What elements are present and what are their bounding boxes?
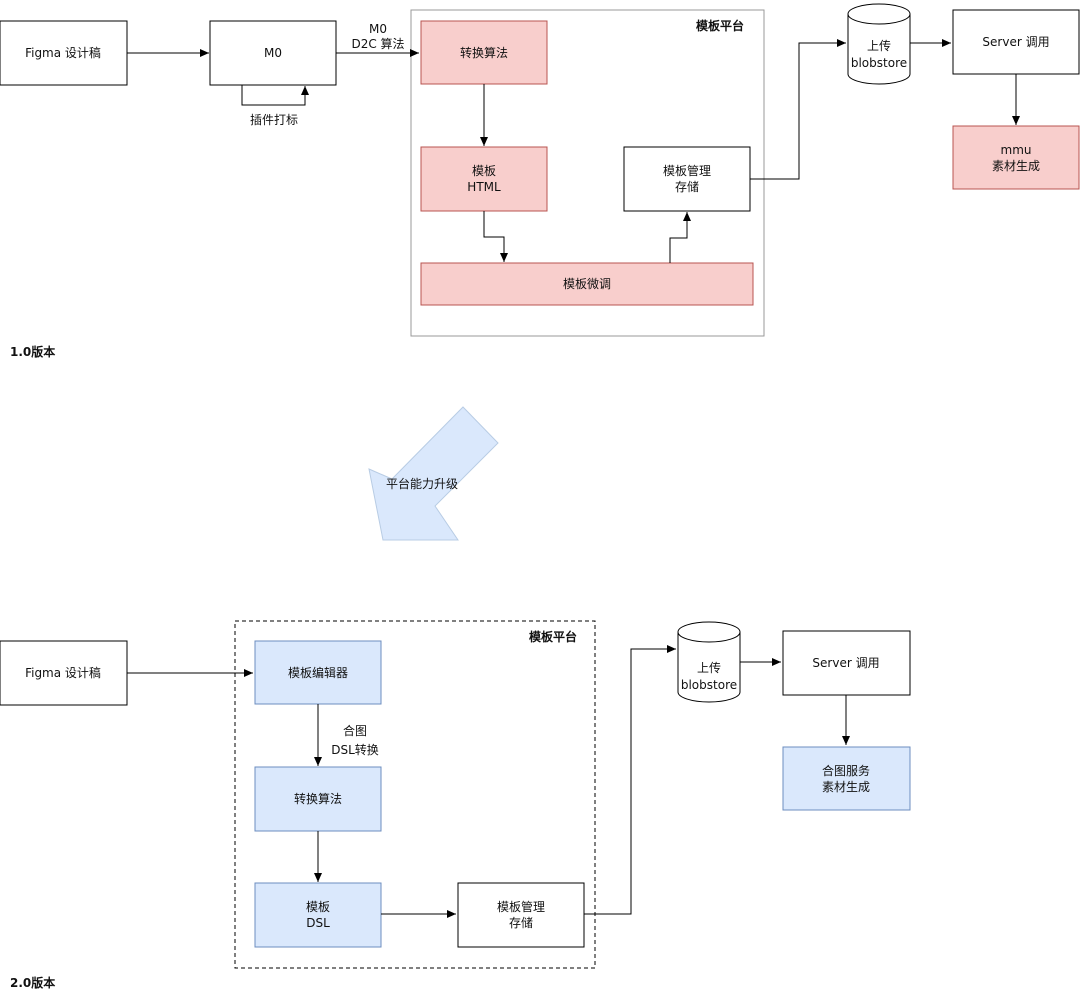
v2-editor-node[interactable] (254, 640, 382, 705)
v1-m0-node[interactable] (209, 20, 337, 86)
v1-upload-line2: blobstore (851, 56, 907, 70)
v1-figma-label: Figma 设计稿 (25, 45, 101, 60)
v1-edge-finetune-mgmt (669, 212, 691, 263)
v1-section: 模板平台 Figma 设计稿 M0 插件打标 M0 D2C 算法 转换算法 模板… (0, 3, 1080, 359)
v1-plugin-label: 插件打标 (250, 113, 298, 127)
v2-convert-label: 转换算法 (294, 791, 342, 806)
v2-figma-label: Figma 设计稿 (25, 665, 101, 680)
v2-editor-label: 模板编辑器 (288, 665, 348, 680)
v2-server-node[interactable] (782, 630, 911, 696)
v1-template-mgmt-line1: 模板管理 (663, 163, 711, 178)
v1-mmu-node[interactable] (952, 125, 1080, 190)
v2-upload-line1: 上传 (697, 660, 721, 675)
upgrade-label: 平台能力升级 (386, 476, 458, 491)
v1-upload-line1: 上传 (867, 38, 891, 53)
v2-edge-label-compose: 合图 (343, 723, 367, 738)
v2-platform-title: 模板平台 (529, 629, 577, 644)
v1-edge-html-finetune (483, 211, 508, 262)
v1-template-html-line2: HTML (467, 180, 501, 194)
v2-convert-node[interactable] (254, 766, 382, 832)
v1-edge-mgmt-upload (750, 39, 846, 180)
v2-template-mgmt-line1: 模板管理 (497, 899, 545, 914)
v1-mmu-line2: 素材生成 (992, 159, 1040, 173)
v2-edge-mgmt-upload (584, 645, 676, 915)
v2-section: 模板平台 Figma 设计稿 模板编辑器 合图 DSL转换 转换算法 模板 DS… (0, 620, 911, 990)
v1-server-label: Server 调用 (982, 35, 1049, 49)
v1-m0-label: M0 (264, 46, 282, 60)
v1-plugin-loop-edge (241, 85, 309, 106)
v2-compose-service-node[interactable] (782, 746, 911, 811)
v1-template-mgmt-node[interactable] (623, 146, 751, 212)
v1-template-mgmt-line2: 存储 (675, 179, 699, 194)
v1-convert-node[interactable] (420, 20, 548, 85)
v1-server-node[interactable] (952, 9, 1080, 75)
v1-template-html-line1: 模板 (472, 164, 496, 178)
v2-compose-service-line1: 合图服务 (822, 763, 870, 778)
v1-upload-node[interactable] (847, 3, 911, 85)
v1-figma-node[interactable] (0, 20, 128, 86)
v1-template-html-node[interactable] (420, 146, 548, 212)
v1-fine-tune-label: 模板微调 (563, 277, 611, 291)
v2-template-dsl-node[interactable] (254, 882, 382, 948)
v2-edge-label-dsl: DSL转换 (331, 742, 379, 757)
v2-template-mgmt-node[interactable] (457, 882, 585, 948)
v1-fine-tune-node[interactable] (420, 262, 754, 306)
v2-template-dsl-line1: 模板 (306, 900, 330, 914)
v1-edge-label-m0: M0 (369, 22, 387, 36)
v1-edge-label-d2c: D2C 算法 (351, 36, 404, 51)
upgrade-arrow-shape (368, 406, 499, 541)
v2-version-label: 2.0版本 (10, 975, 55, 990)
v1-version-label: 1.0版本 (10, 344, 55, 359)
upgrade-arrow: 平台能力升级 (368, 406, 499, 541)
v2-upload-node[interactable] (677, 621, 741, 703)
v2-upload-line2: blobstore (681, 678, 737, 692)
v2-template-dsl-line2: DSL (306, 916, 330, 930)
v2-platform-container (234, 620, 596, 969)
v1-mmu-line1: mmu (1001, 143, 1032, 157)
v2-compose-service-line2: 素材生成 (822, 780, 870, 794)
v2-figma-node[interactable] (0, 640, 128, 706)
v1-platform-title: 模板平台 (696, 18, 744, 33)
v2-server-label: Server 调用 (812, 656, 879, 670)
v1-convert-label: 转换算法 (460, 45, 508, 60)
v2-template-mgmt-line2: 存储 (509, 915, 533, 930)
